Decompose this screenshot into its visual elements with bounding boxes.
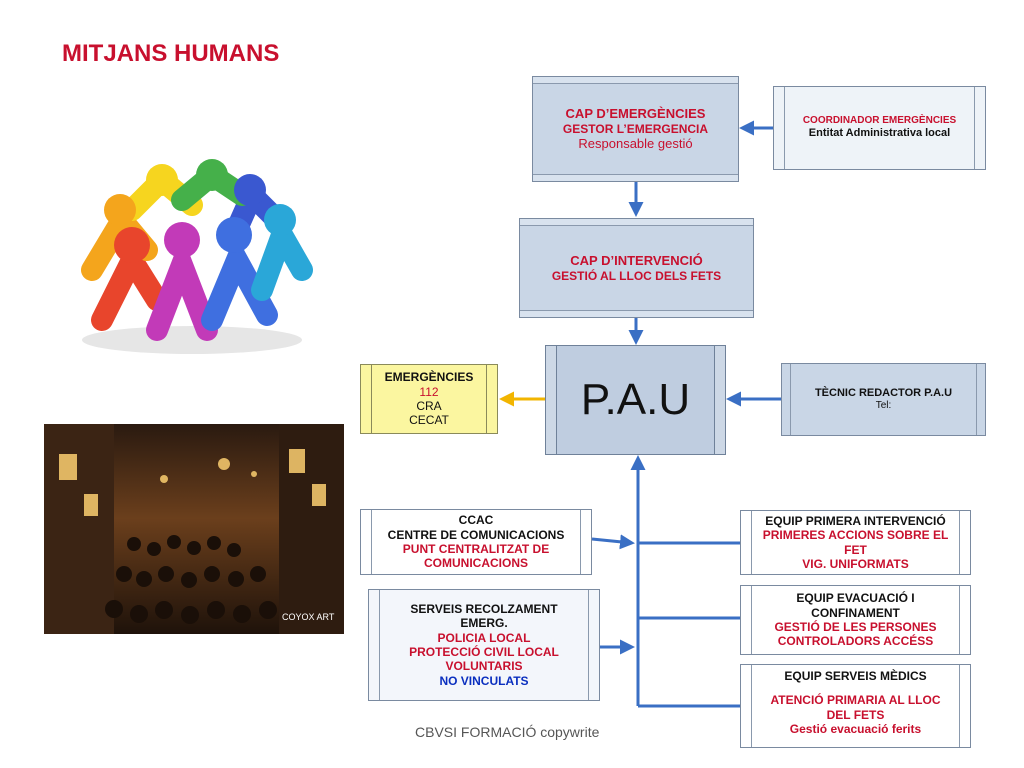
cap-emergencies-title: CAP D’EMERGÈNCIES (565, 106, 706, 122)
equip-evacuacio-subtitle: CONFINAMENT (811, 605, 900, 620)
equip-medics-desc-3: Gestió evacuació ferits (789, 722, 922, 737)
cap-intervencio-box: CAP D’INTERVENCIÓ GESTIÓ AL LLOC DELS FE… (519, 218, 754, 318)
equip-evacuacio-desc-2: CONTROLADORS ACCÉSS (777, 634, 934, 649)
serveis-policia: POLICIA LOCAL (437, 630, 531, 645)
photo-credit: COYOX ART (282, 612, 335, 622)
emergencies-box: EMERGÈNCIES 112 CRA CECAT (360, 364, 498, 434)
pau-label: P.A.U (580, 374, 691, 424)
footer-copyright: CBVSI FORMACIÓ copywrite (415, 724, 600, 740)
tecnic-box: TÈCNIC REDACTOR P.A.U Tel: (781, 363, 986, 436)
page-title: MITJANS HUMANS (62, 40, 280, 67)
equip-medics-box: EQUIP SERVEIS MÈDICS ATENCIÓ PRIMARIA AL… (740, 664, 971, 748)
cap-emergencies-role: GESTOR L’EMERGENCIA (562, 121, 709, 136)
equip-medics-desc-2: DEL FETS (826, 707, 885, 722)
coordinador-box: COORDINADOR EMERGÈNCIES Entitat Administ… (773, 86, 986, 170)
arrow-ccac (591, 534, 635, 550)
emergencies-cra: CRA (416, 399, 442, 413)
equip-primera-desc-3: VIG. UNIFORMATS (802, 556, 909, 571)
equip-evacuacio-title: EQUIP EVACUACIÓ I (796, 591, 915, 606)
equip-medics-title: EQUIP SERVEIS MÈDICS (784, 669, 927, 683)
equip-primera-desc-1: PRIMERES ACCIONS SOBRE EL (762, 528, 949, 543)
equip-primera-desc-2: FET (844, 542, 867, 557)
ccac-box: CCAC CENTRE DE COMUNICACIONS PUNT CENTRA… (360, 509, 592, 575)
pau-box: P.A.U (545, 345, 726, 455)
cap-emergencies-desc: Responsable gestió (578, 136, 693, 152)
emergencies-112: 112 (419, 384, 439, 399)
serveis-voluntaris: VOLUNTARIS (445, 659, 523, 674)
emergencies-title: EMERGÈNCIES (384, 370, 474, 385)
equip-evacuacio-box: EQUIP EVACUACIÓ I CONFINAMENT GESTIÓ DE … (740, 585, 971, 655)
serveis-title: SERVEIS RECOLZAMENT (410, 601, 558, 616)
cap-intervencio-desc: GESTIÓ AL LLOC DELS FETS (551, 268, 722, 283)
serveis-box: SERVEIS RECOLZAMENT EMERG. POLICIA LOCAL… (368, 589, 600, 701)
tecnic-title: TÈCNIC REDACTOR P.A.U (814, 386, 953, 399)
ccac-subtitle: CENTRE DE COMUNICACIONS (387, 527, 565, 542)
emergencies-cecat: CECAT (409, 413, 449, 428)
cap-intervencio-title: CAP D’INTERVENCIÓ (570, 253, 703, 268)
ccac-desc-2: COMUNICACIONS (424, 556, 528, 571)
equip-medics-desc-1: ATENCIÓ PRIMARIA AL LLOC (770, 693, 941, 708)
equip-primera-box: EQUIP PRIMERA INTERVENCIÓ PRIMERES ACCIO… (740, 510, 971, 575)
serveis-proteccio: PROTECCIÓ CIVIL LOCAL (409, 645, 559, 659)
ccac-desc-1: PUNT CENTRALITZAT DE (402, 542, 550, 556)
ccac-title: CCAC (458, 513, 494, 528)
serveis-no-vinculats: NO VINCULATS (439, 673, 529, 688)
cap-emergencies-box: CAP D’EMERGÈNCIES GESTOR L’EMERGENCIA Re… (532, 76, 739, 182)
crowd-photo: COYOX ART (44, 424, 344, 634)
equip-evacuacio-desc-1: GESTIÓ DE LES PERSONES (774, 620, 937, 634)
serveis-subtitle: EMERG. (460, 616, 508, 631)
coordinador-title: COORDINADOR EMERGÈNCIES (802, 115, 957, 127)
equip-primera-title: EQUIP PRIMERA INTERVENCIÓ (765, 513, 946, 528)
team-figures-illustration (81, 159, 313, 354)
tecnic-tel: Tel: (875, 400, 892, 412)
coordinador-desc: Entitat Administrativa local (808, 127, 951, 140)
